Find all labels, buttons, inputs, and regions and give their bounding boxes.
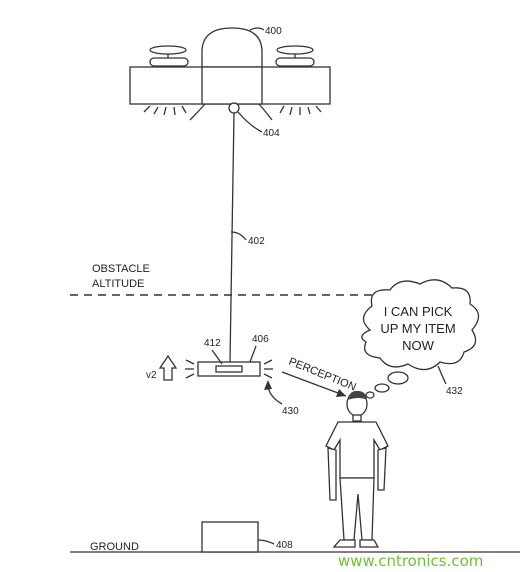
tether [229,112,235,363]
person-right-shoe [359,539,380,548]
person-hair [347,390,367,400]
right-downwash [279,105,322,116]
perception-arrow [281,371,347,397]
velocity-arrow [158,354,178,381]
left-propeller [149,45,187,55]
thought-line-1: I CAN PICK [384,304,453,319]
ref-ground-item: 408 [276,540,293,551]
left-rotor [149,57,189,67]
left-downwash [143,105,187,116]
velocity-label: v2 [146,370,157,381]
package [185,359,273,379]
package-sensor [215,365,243,373]
thought-line-3: NOW [402,338,435,353]
obstacle-label-1: OBSTACLE [92,263,150,275]
ref-perception: 430 [282,406,299,417]
right-propeller [276,45,314,55]
ref-winch: 404 [263,128,280,139]
left-leg [189,103,206,121]
thought-dot-2 [374,383,390,393]
ground-label: GROUND [90,541,139,553]
ground-item [201,521,259,553]
uav-center [201,66,263,105]
obstacle-label-2: ALTITUDE [92,278,144,290]
perception-label: PERCEPTION [287,356,358,394]
ref-sensor: 412 [204,338,221,349]
ref-thought: 432 [446,386,463,397]
ref-tether: 402 [248,236,265,247]
winch [228,102,240,114]
watermark-text: www.cntronics.com [338,552,483,570]
thought-dot-3 [365,391,375,399]
uav [129,27,331,121]
ref-uav: 400 [265,26,282,37]
ref-package: 406 [252,334,269,345]
right-rotor [275,57,315,67]
right-leg [258,103,273,121]
thought-bubble [361,279,480,371]
thought-dot-1 [387,371,409,385]
thought-line-2: UP MY ITEM [380,321,455,336]
person-right-arm [377,447,387,491]
person-left-arm [327,447,337,501]
uav-dome [201,27,263,69]
person-legs [339,477,375,541]
person [325,390,389,548]
person-left-shoe [332,539,356,548]
